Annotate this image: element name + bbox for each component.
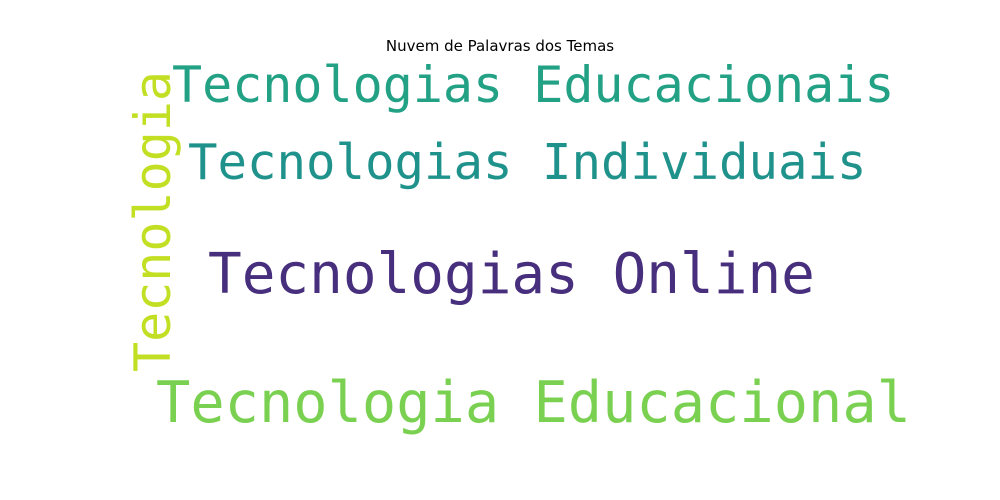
cloud-word-tecnologias-individuais: Tecnologias Individuais	[188, 134, 867, 191]
cloud-word-tecnologia-educacional: Tecnologia Educacional	[156, 370, 911, 436]
figure-title: Nuvem de Palavras dos Temas	[385, 37, 615, 55]
cloud-word-tecnologias-online: Tecnologias Online	[208, 242, 815, 307]
cloud-word-tecnologias-educacionais: Tecnologias Educacionais	[172, 56, 895, 114]
cloud-word-tecnologia: Tecnologia	[124, 70, 182, 372]
